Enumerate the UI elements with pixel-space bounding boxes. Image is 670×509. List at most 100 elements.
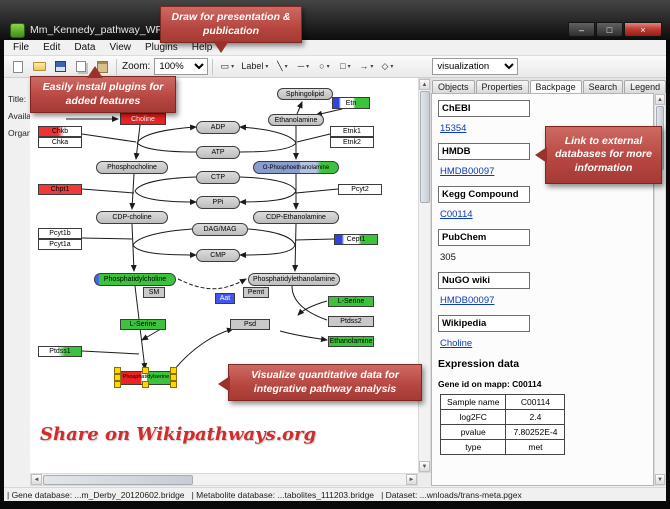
node-ppi[interactable]: PPi bbox=[196, 196, 240, 209]
node-phosphatidylcholine[interactable]: Phosphatidylcholine bbox=[94, 273, 176, 286]
node-atp[interactable]: ATP bbox=[196, 146, 240, 159]
node-sm[interactable]: SM bbox=[143, 287, 165, 298]
menu-help[interactable]: Help bbox=[191, 42, 213, 53]
node-aat[interactable]: Aat bbox=[215, 293, 235, 304]
pathway-edge bbox=[297, 300, 328, 316]
backpage-value-kegg-compound[interactable]: C00114 bbox=[440, 209, 473, 220]
scroll-left-icon[interactable] bbox=[31, 474, 42, 485]
visualization-select[interactable]: visualization bbox=[432, 58, 519, 75]
node-l-serine-right[interactable]: L-Serine bbox=[328, 296, 374, 307]
horizontal-scroll-thumb[interactable] bbox=[43, 475, 193, 485]
main-area: Title:AvailabOrganis SphingolipidEtnEtha… bbox=[4, 78, 667, 487]
node-dag-mag[interactable]: DAG/MAG bbox=[192, 223, 248, 236]
copy-button[interactable] bbox=[71, 58, 91, 76]
node-sphingolipid[interactable]: Sphingolipid bbox=[277, 88, 333, 100]
selection-handle[interactable] bbox=[170, 367, 177, 374]
node-cept1[interactable]: Cept1 bbox=[334, 234, 378, 245]
scroll-down-icon[interactable] bbox=[419, 461, 430, 472]
node-pcyt2[interactable]: Pcyt2 bbox=[338, 184, 382, 195]
graphical-line-tool-button[interactable]: ─ bbox=[293, 58, 313, 76]
tab-objects[interactable]: Objects bbox=[432, 80, 475, 93]
tab-search[interactable]: Search bbox=[582, 80, 624, 93]
selection-handle[interactable] bbox=[170, 381, 177, 388]
ellipse-tool-button[interactable]: ○ bbox=[314, 58, 334, 76]
node-l-serine-left[interactable]: L-Serine bbox=[120, 319, 166, 330]
node-ethanolamine-green[interactable]: Ethanolamine bbox=[328, 336, 374, 347]
selection-handle[interactable] bbox=[114, 367, 121, 374]
node-phosphocholine[interactable]: Phosphocholine bbox=[96, 161, 168, 174]
template-tool-icon: ◇ bbox=[381, 61, 389, 71]
backpage-value-chebi[interactable]: 15354 bbox=[440, 123, 467, 134]
node-ptdss1[interactable]: Ptdss1 bbox=[38, 346, 82, 357]
tab-properties[interactable]: Properties bbox=[475, 80, 529, 93]
label-tool-button[interactable]: Label bbox=[238, 58, 271, 76]
node-chkb[interactable]: Chkb bbox=[38, 126, 82, 137]
selection-handle[interactable] bbox=[170, 374, 177, 381]
node-pcyt1a[interactable]: Pcyt1a bbox=[38, 239, 82, 250]
callout-arrow-left-icon bbox=[218, 376, 230, 392]
tab-backpage[interactable]: Backpage bbox=[529, 80, 582, 93]
node-etn[interactable]: Etn bbox=[332, 97, 370, 109]
canvas-vertical-scrollbar[interactable] bbox=[418, 78, 431, 473]
menu-view[interactable]: View bbox=[109, 42, 131, 53]
zoom-label: Zoom: bbox=[122, 61, 151, 72]
scroll-up-icon[interactable] bbox=[655, 94, 665, 105]
backpage-value-wikipedia[interactable]: Choline bbox=[440, 338, 473, 349]
node-chka[interactable]: Chka bbox=[38, 137, 82, 148]
minimize-button[interactable]: – bbox=[568, 22, 595, 37]
node-etnk1[interactable]: Etnk1 bbox=[330, 126, 374, 137]
scroll-up-icon[interactable] bbox=[419, 79, 430, 90]
node-ethanolamine-top[interactable]: Ethanolamine bbox=[268, 114, 324, 126]
node-ptdss2[interactable]: Ptdss2 bbox=[328, 316, 374, 327]
menu-plugins[interactable]: Plugins bbox=[144, 42, 178, 53]
node-adp[interactable]: ADP bbox=[196, 121, 240, 134]
backpage-value-nugo-wiki[interactable]: HMDB00097 bbox=[440, 295, 495, 306]
pathway-edge bbox=[132, 244, 197, 258]
node-choline[interactable]: Choline bbox=[120, 113, 166, 125]
menu-file[interactable]: File bbox=[13, 42, 30, 53]
tab-legend[interactable]: Legend bbox=[624, 80, 667, 93]
close-button[interactable]: × bbox=[624, 22, 662, 37]
node-ctp[interactable]: CTP bbox=[196, 171, 240, 184]
scroll-right-icon[interactable] bbox=[406, 474, 417, 485]
selection-handle[interactable] bbox=[142, 381, 149, 388]
node-pemt[interactable]: Pemt bbox=[243, 287, 269, 298]
pathway-edge bbox=[296, 101, 303, 115]
datanode-tool-button[interactable]: ▭ bbox=[217, 58, 237, 76]
open-button[interactable] bbox=[29, 58, 49, 76]
menu-data[interactable]: Data bbox=[74, 42, 96, 53]
node-cdp-ethanolamine[interactable]: CDP-Ethanolamine bbox=[253, 211, 339, 224]
menu-edit[interactable]: Edit bbox=[43, 42, 61, 53]
zoom-select[interactable]: 100% bbox=[154, 58, 209, 75]
node-pcyt1b[interactable]: Pcyt1b bbox=[38, 228, 82, 239]
maximize-button[interactable]: □ bbox=[596, 22, 623, 37]
selection-handle[interactable] bbox=[114, 381, 121, 388]
node-o-phosphoethanolamine[interactable]: O-Phosphoethanolamine bbox=[253, 161, 339, 174]
line-tool-button[interactable]: ╲ bbox=[272, 58, 292, 76]
new-file-button[interactable] bbox=[8, 58, 28, 76]
toolbar-separator bbox=[212, 58, 214, 75]
rectangle-tool-button[interactable]: □ bbox=[335, 58, 355, 76]
save-button[interactable] bbox=[50, 58, 70, 76]
node-cmp[interactable]: CMP bbox=[196, 249, 240, 262]
node-chpt1[interactable]: Chpt1 bbox=[38, 184, 82, 195]
pathway-edge bbox=[129, 173, 136, 210]
node-phosphatidylethanolamine[interactable]: Phosphatidylethanolamine bbox=[248, 273, 340, 286]
line-tool-icon: ╲ bbox=[277, 61, 283, 71]
vertical-scroll-thumb[interactable] bbox=[420, 91, 430, 203]
scroll-down-icon[interactable] bbox=[655, 474, 665, 485]
node-cdp-choline[interactable]: CDP-choline bbox=[96, 211, 168, 224]
template-tool-button[interactable]: ◇ bbox=[377, 58, 397, 76]
canvas-horizontal-scrollbar[interactable] bbox=[30, 473, 418, 486]
backpage-value-hmdb[interactable]: HMDB00097 bbox=[440, 166, 495, 177]
node-etnk2[interactable]: Etnk2 bbox=[330, 137, 374, 148]
selection-handle[interactable] bbox=[142, 367, 149, 374]
node-psd[interactable]: Psd bbox=[230, 319, 270, 330]
interaction-tool-button[interactable]: → bbox=[356, 58, 376, 76]
selection-handle[interactable] bbox=[114, 374, 121, 381]
